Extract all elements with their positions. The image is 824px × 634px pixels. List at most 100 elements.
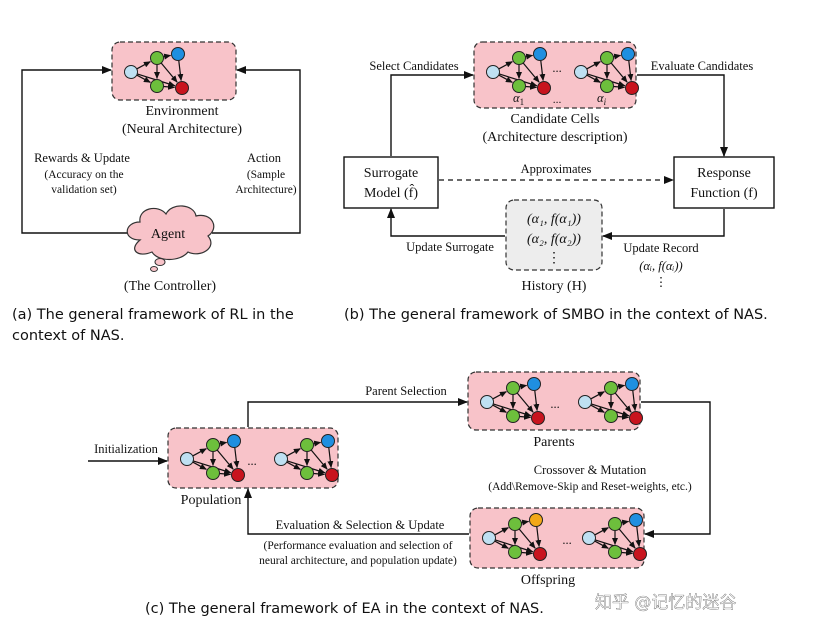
cell-edge xyxy=(192,448,207,457)
cell-node xyxy=(325,468,339,482)
cell-node xyxy=(633,547,647,561)
neural-cell-icon xyxy=(480,377,545,425)
cell-node xyxy=(600,51,614,65)
response-line-1: Response xyxy=(697,166,751,181)
cell-edge xyxy=(313,440,322,447)
cell-node xyxy=(604,381,618,395)
neural-cell-icon xyxy=(486,47,551,95)
cell-node xyxy=(150,79,164,93)
cell-edge xyxy=(590,391,605,400)
parent-selection-label: Parent Selection xyxy=(365,384,447,398)
cell-edge xyxy=(617,383,626,390)
neural-cell-icon xyxy=(582,513,647,561)
cell-node xyxy=(604,409,618,423)
controller-label: (The Controller) xyxy=(124,279,216,294)
evaluation-detail-1: (Performance evaluation and selection of xyxy=(263,540,452,552)
rl-caption-1: (a) The general framework of RL in the xyxy=(12,307,294,323)
cell-edge xyxy=(522,62,540,83)
neural-cell-icon xyxy=(578,377,643,425)
rl-caption-2: context of NAS. xyxy=(12,328,124,344)
history-record-2: (α₂, f(α₂)) xyxy=(527,232,581,247)
smbo-caption: (b) The general framework of SMBO in the… xyxy=(344,307,768,323)
cell-edge xyxy=(216,449,234,470)
evaluation-detail-2: neural architecture, and population upda… xyxy=(259,555,457,567)
rewards-arrow xyxy=(21,66,130,234)
history-record-1: (α₁, f(α₁)) xyxy=(527,212,581,227)
cell-node xyxy=(537,81,551,95)
offspring-label: Offspring xyxy=(521,573,575,588)
surrogate-line-2: Model (f̂) xyxy=(364,184,418,201)
watermark: 知乎 @记忆的迷谷 xyxy=(595,593,736,613)
rewards-title: Rewards & Update xyxy=(34,151,130,165)
response-function-box xyxy=(673,156,775,209)
cell-edge xyxy=(521,519,530,526)
cell-edge xyxy=(586,74,601,83)
cell-node xyxy=(621,47,635,61)
cell-edge xyxy=(219,440,228,447)
initialization-label: Initialization xyxy=(94,442,159,456)
cell-edge xyxy=(163,53,172,60)
select-candidates-arrow xyxy=(390,71,474,156)
neural-cell-icon xyxy=(180,434,245,482)
cell-node xyxy=(300,466,314,480)
crossover-detail: (Add\Remove-Skip and Reset-weights, etc.… xyxy=(488,481,692,493)
smbo-panel: ... ... α1 αi Candidate Cells (Architect… xyxy=(343,41,775,323)
select-candidates-label: Select Candidates xyxy=(369,59,458,73)
cell-edge xyxy=(590,404,605,413)
cell-node xyxy=(527,377,541,391)
ea-caption: (c) The general framework of EA in the c… xyxy=(145,601,544,617)
cell-edge xyxy=(618,528,636,549)
update-surrogate-arrow xyxy=(387,208,505,237)
population-label: Population xyxy=(181,493,242,508)
cell-node xyxy=(486,65,500,79)
cell-edge xyxy=(310,449,328,470)
cell-edge xyxy=(627,60,634,82)
cell-edge xyxy=(533,390,540,412)
candidate-title: Candidate Cells xyxy=(510,112,599,127)
population-ellipsis: ... xyxy=(247,454,256,468)
cell-edge xyxy=(519,413,532,420)
cell-node xyxy=(512,51,526,65)
cell-node xyxy=(578,395,592,409)
cell-node xyxy=(508,545,522,559)
environment-title: Environment xyxy=(145,104,218,119)
cell-edge xyxy=(613,83,626,90)
cell-edge xyxy=(136,61,151,70)
cell-node xyxy=(582,531,596,545)
update-surrogate-label: Update Surrogate xyxy=(406,240,494,254)
cell-node xyxy=(625,377,639,391)
agent-cloud-icon xyxy=(126,205,215,272)
neural-cell-icon xyxy=(482,513,547,561)
update-record-pair: (αᵢ, f(αᵢ)) xyxy=(639,259,682,273)
neural-cell-icon xyxy=(124,47,189,95)
cell-edge xyxy=(492,391,507,400)
cell-node xyxy=(629,513,643,527)
cell-edge xyxy=(498,74,513,83)
cell-edge xyxy=(313,470,326,477)
cell-node xyxy=(625,81,639,95)
cell-node xyxy=(533,547,547,561)
alpha-1-label: α1 xyxy=(513,91,524,107)
cell-node xyxy=(608,517,622,531)
cell-edge xyxy=(613,53,622,60)
cell-edge xyxy=(219,470,232,477)
cell-edge xyxy=(617,413,630,420)
cell-edge xyxy=(286,461,301,470)
cell-node xyxy=(533,47,547,61)
cell-node xyxy=(529,513,543,527)
cell-edge xyxy=(519,383,528,390)
cell-edge xyxy=(521,549,534,556)
cell-node xyxy=(321,434,335,448)
evaluation-arrow xyxy=(244,488,469,535)
update-record-dots: ⋮ xyxy=(655,275,668,289)
cell-node xyxy=(171,47,185,61)
crossover-mutation-arrow xyxy=(641,401,711,538)
environment-box xyxy=(111,41,237,101)
cell-node xyxy=(574,65,588,79)
agent-label: Agent xyxy=(151,227,185,242)
cell-edge xyxy=(494,527,509,536)
cell-edge xyxy=(635,526,642,548)
candidate-ellipsis: ... xyxy=(552,61,561,75)
cell-node xyxy=(512,79,526,93)
